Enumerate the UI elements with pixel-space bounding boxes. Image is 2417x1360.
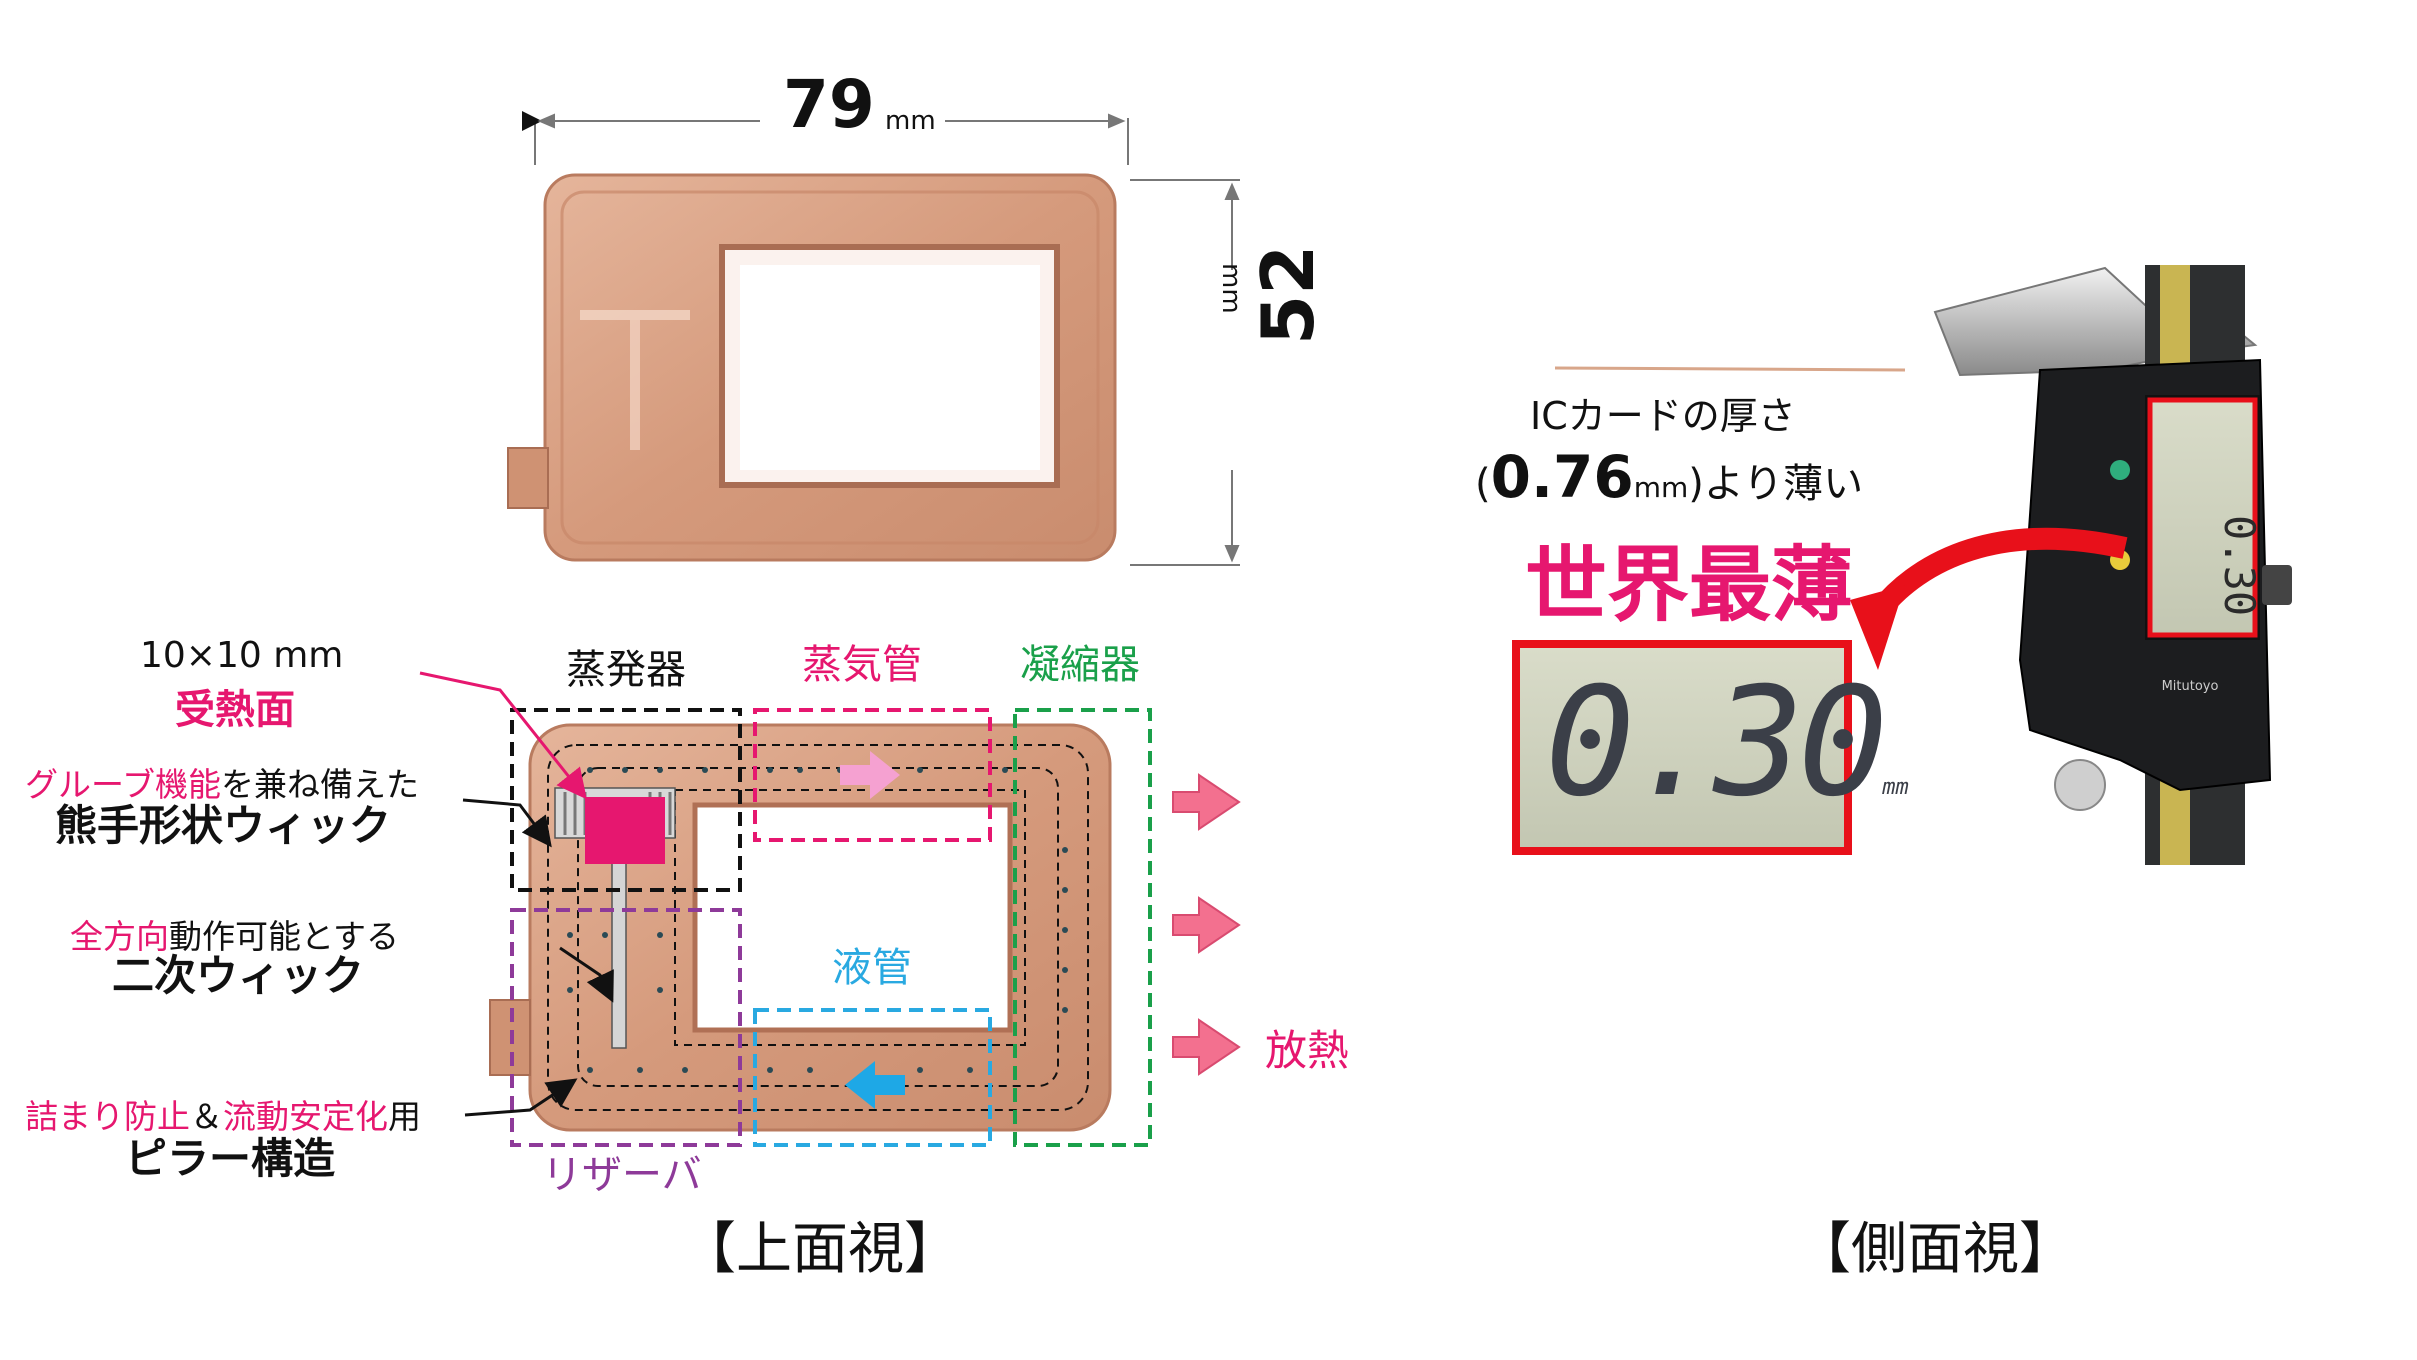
height-value: 52 (1246, 244, 1330, 345)
evaporator-box (510, 708, 742, 892)
secondary-note-rest: 動作可能とする (169, 917, 400, 956)
ic-close-text: )より薄い (1688, 461, 1864, 507)
pillar-dots (567, 767, 1068, 1073)
vapor-line-box (753, 708, 992, 842)
pillar-note-amp: ＆ (190, 1097, 223, 1136)
condenser-label: 凝縮器 (1020, 642, 1140, 688)
vapor-line-label: 蒸気管 (802, 642, 922, 688)
evaporator-label: 蒸発器 (566, 647, 686, 693)
pillar-note: 詰まり防止＆流動安定化用 (25, 1090, 421, 1138)
side-view-caption: 【側面視】 (1795, 1217, 2075, 1282)
liquid-line-box (753, 1008, 992, 1147)
secondary-wick-note: 全方向動作可能とする (70, 910, 399, 958)
width-dimension (522, 111, 1129, 165)
ic-card-line2: (0.76mm)より薄い (1475, 448, 1863, 506)
heat-spot-label: 受熱面 (175, 687, 295, 733)
wick-note-emphasis: グルーブ機能 (25, 765, 222, 804)
height-label: 52 mm (1180, 245, 1330, 465)
reservoir-label: リザーバ (542, 1152, 702, 1198)
pillar-note-rest: 用 (388, 1097, 421, 1136)
secondary-note-emphasis: 全方向 (70, 917, 169, 956)
caliper-brand: Mitutoyo (2162, 679, 2219, 694)
heat-receiving-spot (585, 797, 665, 864)
condenser-box (1013, 708, 1152, 1147)
vapor-flow-arrow (840, 751, 900, 799)
world-thinnest-headline: 世界最薄 (1525, 538, 1854, 633)
caliper-lcd-reading: 0.30 (2215, 515, 2264, 616)
heat-spot-size: 10×10 mm (140, 635, 344, 676)
zoomed-reading-value: 0.30 (1545, 656, 1888, 830)
secondary-wick-leader (559, 946, 614, 1003)
liquid-line-label: 液管 (832, 945, 912, 991)
ic-card-line1: ICカードの厚さ (1530, 394, 1796, 438)
ic-card-unit: mm (1633, 471, 1689, 504)
pillar-leader (464, 1078, 578, 1117)
heat-spot-leader (419, 671, 587, 800)
wick-note-rest: を兼ね備えた (221, 765, 420, 804)
reservoir-box (510, 908, 742, 1147)
height-unit: mm (1216, 263, 1246, 314)
ic-card-value: 0.76 (1490, 443, 1634, 511)
pillar-note-emphasis-1: 詰まり防止 (25, 1097, 190, 1136)
zoom-pointer-head (1850, 585, 1905, 670)
liquid-flow-arrow (845, 1061, 905, 1109)
wick-note: グルーブ機能を兼ね備えた (25, 758, 419, 806)
pillar-note-emphasis-2: 流動安定化 (223, 1097, 388, 1136)
zoomed-reading-unit: mm (1882, 775, 1909, 800)
caliper-photo: Mitutoyo 0.30 (1554, 265, 2292, 865)
heat-release-arrows (1172, 773, 1241, 1076)
height-dimension (1130, 179, 1240, 566)
width-value: 79 (783, 66, 875, 143)
top-view-caption: 【上面視】 (680, 1217, 960, 1282)
secondary-wick-name: 二次ウィック (112, 951, 365, 1000)
ic-open-paren: ( (1475, 461, 1491, 507)
width-unit: mm (885, 106, 936, 136)
wick-leader (462, 798, 552, 848)
heat-release-label: 放熱 (1265, 1026, 1350, 1075)
wick-name: 熊手形状ウィック (55, 801, 392, 850)
zoomed-reading: 0.30mm (1545, 668, 1909, 818)
top-photo-device (507, 173, 1117, 562)
pillar-name: ピラー構造 (125, 1134, 336, 1183)
